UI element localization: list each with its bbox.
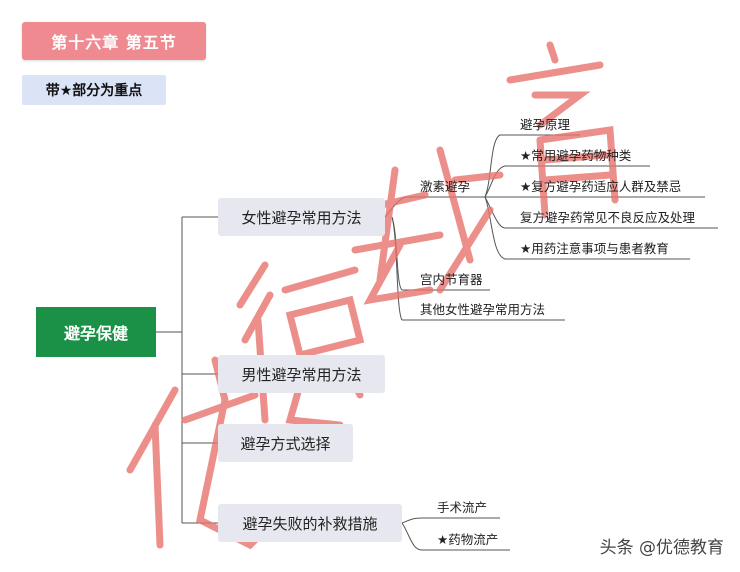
mindmap-root[interactable]: 避孕保健 xyxy=(36,307,156,357)
footer-credit: 头条 @优德教育 xyxy=(599,538,724,558)
leaf-indications-contraindications[interactable]: ★复方避孕药适应人群及禁忌 xyxy=(520,179,682,194)
node-iud[interactable]: 宫内节育器 xyxy=(420,272,483,287)
node-other-female-methods[interactable]: 其他女性避孕常用方法 xyxy=(420,302,546,317)
chapter-label: 第十六章 第五节 xyxy=(22,22,206,60)
branch-male-contraception[interactable]: 男性避孕常用方法 xyxy=(218,355,385,393)
leaf-medication-notes[interactable]: ★用药注意事项与患者教育 xyxy=(520,241,669,256)
leaf-common-drug-types[interactable]: ★常用避孕药物种类 xyxy=(520,148,632,163)
leaf-contraception-principle[interactable]: 避孕原理 xyxy=(520,117,571,132)
leaf-adverse-reactions[interactable]: 复方避孕药常见不良反应及处理 xyxy=(520,210,696,225)
branch-female-contraception[interactable]: 女性避孕常用方法 xyxy=(218,198,385,236)
leaf-medical-abortion[interactable]: ★药物流产 xyxy=(437,532,499,547)
keynote-label: 带★部分为重点 xyxy=(22,75,166,105)
branch-method-choice[interactable]: 避孕方式选择 xyxy=(218,424,353,462)
leaf-surgical-abortion[interactable]: 手术流产 xyxy=(437,500,488,515)
branch-remedial-measures[interactable]: 避孕失败的补救措施 xyxy=(218,504,402,542)
node-hormonal-contraception[interactable]: 激素避孕 xyxy=(420,179,471,194)
